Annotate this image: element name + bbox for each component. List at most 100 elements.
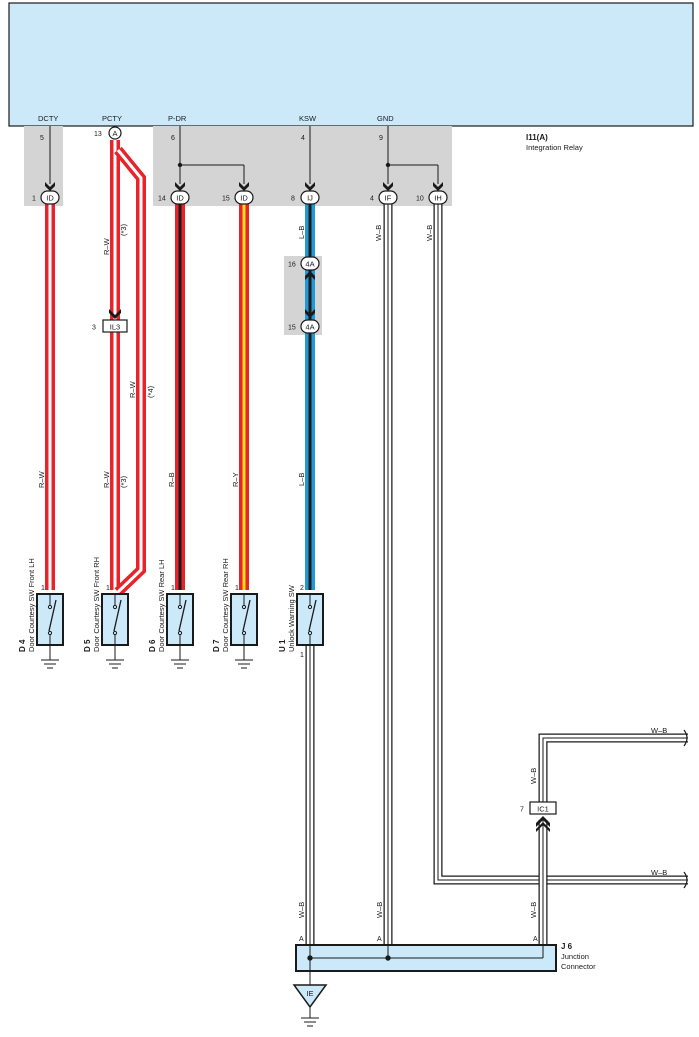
- wire-white-black: [305, 204, 688, 945]
- switch-pin-d4: 1: [41, 585, 45, 592]
- wire-label-out-bottom: W–B: [651, 868, 667, 877]
- ground-point-label: IE: [306, 989, 313, 998]
- wire-pcty-right: [114, 146, 146, 596]
- wire-label-pcty-a-note: (*3): [119, 223, 128, 236]
- junction-4a-pin-15: 15: [288, 325, 296, 332]
- ground-symbol: [301, 1007, 319, 1027]
- switch-name-u1: Unlock Warning SW: [287, 584, 296, 652]
- ic1-code: IC1: [537, 805, 549, 814]
- switch-pin2-u1: 1: [300, 652, 304, 659]
- connector-arrowheads: [45, 182, 443, 191]
- wire-label-j6-mid: W–B: [375, 902, 384, 918]
- junction-pin-a3: A: [533, 936, 538, 943]
- wire-labels: R–W R–W (*3) R–W (*4) R–W (*3) R–B R–Y L…: [37, 223, 667, 918]
- module-leads: [49, 126, 439, 184]
- junction-4a-code-16: 4A: [305, 260, 314, 269]
- switch-d6: [166, 593, 194, 669]
- connector-pin-8: 8: [291, 196, 295, 203]
- terminal-pin-dcty: 5: [40, 135, 44, 142]
- il3-code: IL3: [110, 323, 120, 332]
- wire-label-pcty-c: R–W: [102, 470, 111, 488]
- wire-pcty-left: [110, 140, 120, 590]
- terminal-pin-gnd: 9: [379, 135, 383, 142]
- wire-label-gnd-ih: W–B: [425, 225, 434, 241]
- junction-4a-connectors: [300, 256, 320, 334]
- junction-4a-pin-16: 16: [288, 262, 296, 269]
- relay-ref: I11(A): [526, 133, 548, 142]
- ground-point-triangle: [292, 984, 328, 1009]
- switch-pin-d6: 1: [171, 585, 175, 592]
- wire-label-pcty-b: R–W: [128, 380, 137, 398]
- switch-pin-d5: 1: [106, 585, 110, 592]
- connector-code-15: ID: [240, 194, 248, 203]
- junction-name-2: Connector: [561, 962, 596, 971]
- wire-label-pcty-a: R–W: [102, 237, 111, 255]
- pcty-joint-circle: [108, 126, 122, 140]
- switch-pin-d7: 1: [235, 585, 239, 592]
- connector-pin-1: 1: [32, 196, 36, 203]
- wire-label-j6-right: W–B: [529, 902, 538, 918]
- switch-d5: [101, 593, 129, 669]
- il3-box: [102, 319, 128, 333]
- terminal-pin-pdr: 6: [171, 135, 175, 142]
- junction-4a-code-15: 4A: [305, 323, 314, 332]
- wire-label-d7: R–Y: [231, 472, 240, 487]
- connector-pin-15: 15: [222, 196, 230, 203]
- integration-relay-body: [8, 2, 694, 127]
- junction-dots: [177, 162, 391, 168]
- inline-connectors: [40, 190, 448, 205]
- wire-dcty: [45, 204, 55, 590]
- wire-ksw: [305, 204, 315, 590]
- connector-code-8: IJ: [307, 194, 313, 203]
- wire-label-pcty-c-note: (*3): [119, 475, 128, 488]
- switch-d7: [230, 593, 258, 669]
- switch-ref-d4: D 4: [18, 639, 27, 652]
- connector-pin-14: 14: [158, 196, 166, 203]
- terminal-name-gnd: GND: [377, 114, 394, 123]
- wire-label-out-top: W–B: [651, 726, 667, 735]
- wire-label-pcty-b-note: (*4): [146, 385, 155, 398]
- junction-pin-a2: A: [377, 936, 382, 943]
- il3-arrow: [109, 309, 121, 319]
- terminal-pin-pcty: 13: [94, 131, 102, 138]
- ic1-box: [529, 801, 557, 815]
- pcty-joint-label: A: [112, 129, 117, 138]
- switch-name-d5: Door Courtesy SW Front RH: [92, 557, 101, 652]
- ic1-pin: 7: [520, 807, 524, 814]
- wire-break-marks: [683, 729, 688, 889]
- switch-d4: [36, 593, 64, 669]
- il3-pin: 3: [92, 325, 96, 332]
- ic1-arrow: [536, 816, 550, 832]
- terminal-name-pcty: PCTY: [102, 114, 122, 123]
- switch-pin-u1: 2: [300, 585, 304, 592]
- switch-ref-d7: D 7: [212, 639, 221, 652]
- switch-name-d4: Door Courtesy SW Front LH: [27, 558, 36, 652]
- switch-ref-u1: U 1: [278, 639, 287, 652]
- connector-code-4: IF: [385, 194, 392, 203]
- switch-labels: D 4 Door Courtesy SW Front LH D 5 Door C…: [18, 557, 296, 652]
- connector-pin-4: 4: [370, 196, 374, 203]
- switch-name-d7: Door Courtesy SW Rear RH: [221, 558, 230, 652]
- connector-code-10: IH: [434, 194, 442, 203]
- wire-label-ksw-top: L–B: [297, 226, 306, 239]
- wire-d7: [239, 204, 249, 590]
- wire-label-gnd-if: W–B: [374, 225, 383, 241]
- switch-name-d6: Door Courtesy SW Rear LH: [157, 559, 166, 652]
- connector-code-14: ID: [176, 194, 184, 203]
- terminal-pin-ksw: 4: [301, 135, 305, 142]
- wire-label-ksw-bottom: L–B: [297, 473, 306, 486]
- wire-pdr: [175, 204, 185, 590]
- wire-label-dcty: R–W: [37, 470, 46, 488]
- junction-pin-a1: A: [299, 936, 304, 943]
- terminal-name-ksw: KSW: [299, 114, 317, 123]
- terminal-name-pdr: P-DR: [168, 114, 187, 123]
- wire-label-pdr: R–B: [167, 472, 176, 487]
- connector-pin-10: 10: [416, 196, 424, 203]
- wire-label-j6-left: W–B: [297, 902, 306, 918]
- junction-name-1: Junction: [561, 952, 589, 961]
- switch-ref-d6: D 6: [148, 639, 157, 652]
- relay-name: Integration Relay: [526, 143, 583, 152]
- wire-label-ic1-up: W–B: [529, 768, 538, 784]
- junction-ref: J 6: [561, 942, 573, 951]
- connector-code-1: ID: [46, 194, 54, 203]
